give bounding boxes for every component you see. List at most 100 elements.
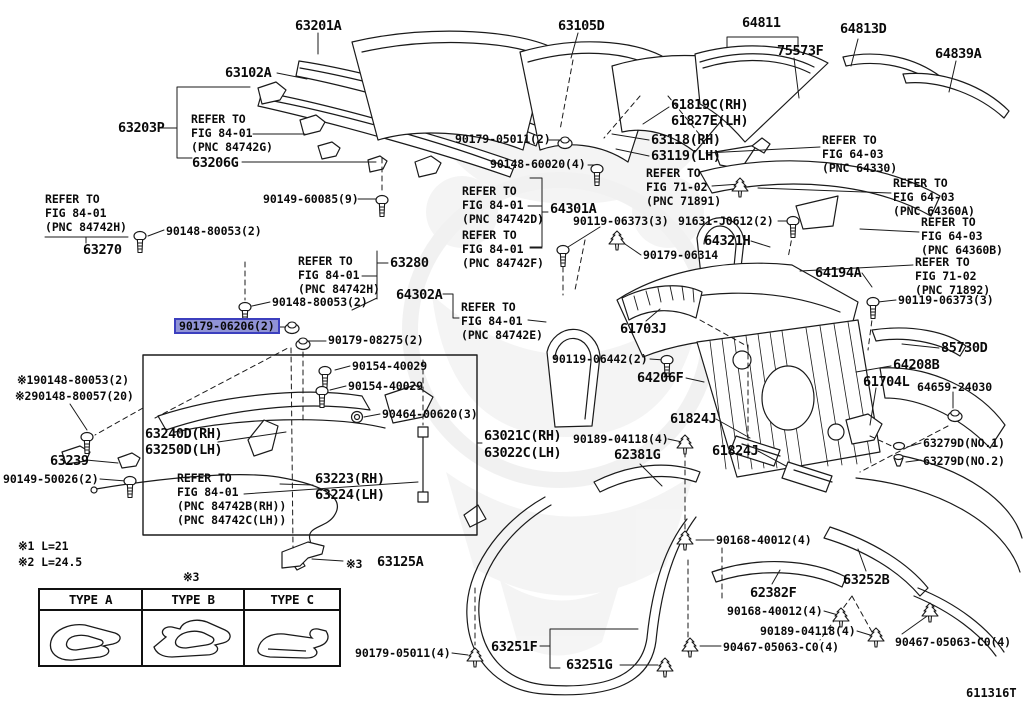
clip-63125A-art (281, 541, 325, 569)
part-label-71-611316T: 611316T (966, 686, 1017, 700)
part-label-13-90179-050112[interactable]: 90179-05011(2) (455, 132, 551, 146)
part-label-65-63252B[interactable]: 63252B (843, 572, 890, 588)
refer-block-7-PNC64330[interactable]: REFER TO FIG 64-03 (PNC 64330) (822, 133, 898, 175)
part-label-47-63022CLH[interactable]: 63022C(LH) (484, 445, 562, 461)
part-label-25-64321H[interactable]: 64321H (704, 233, 751, 249)
part-label-63-63251F[interactable]: 63251F (491, 639, 538, 655)
part-label-19-63280[interactable]: 63280 (390, 255, 429, 271)
part-label-12-63119LH[interactable]: 63119(LH) (651, 148, 721, 164)
part-label-33-90154-40029[interactable]: 90154-40029 (348, 379, 424, 393)
part-label-1-63102A[interactable]: 63102A (225, 65, 272, 81)
part-label-28-61703J[interactable]: 61703J (620, 321, 667, 337)
weatherstrip-loop-art (463, 496, 697, 696)
part-label-14-90148-600204[interactable]: 90148-60020(4) (490, 157, 586, 171)
part-label-60-63125A[interactable]: 63125A (377, 554, 424, 570)
part-label-54-63279DNO.1[interactable]: 63279D(NO.1) (923, 436, 1005, 450)
part-label-56-90168-400124[interactable]: 90168-40012(4) (716, 533, 812, 547)
part-label-29-85730D[interactable]: 85730D (941, 340, 988, 356)
part-label-69-90467-05063-C04[interactable]: 90467-05063-C0(4) (723, 640, 840, 654)
part-label-52-63223RH[interactable]: 63223(RH) (315, 471, 385, 487)
part-label-4-63105D[interactable]: 63105D (558, 18, 605, 34)
type-b-clip-icon (143, 611, 245, 665)
part-label-5-64811[interactable]: 64811 (742, 15, 781, 31)
part-label-16-90148-800532[interactable]: 90148-80053(2) (166, 224, 262, 238)
refer-block-5-PNC84742E[interactable]: REFER TO FIG 84-01 (PNC 84742E) (461, 300, 543, 342)
part-label-22-90119-063733[interactable]: 90119-06373(3) (573, 214, 669, 228)
part-label-37-64208B[interactable]: 64208B (893, 357, 940, 373)
type-c-header: TYPE C (245, 590, 339, 611)
part-label-42-63240DRH[interactable]: 63240D(RH) (145, 426, 223, 442)
part-label-40-190148-800532[interactable]: ※190148-80053(2) (17, 373, 129, 387)
part-label-34-90464-006203[interactable]: 90464-00620(3) (382, 407, 478, 421)
part-label-70-90467-05063-C04[interactable]: 90467-05063-C0(4) (895, 635, 1012, 649)
refer-block-10-PNC71892[interactable]: REFER TO FIG 71-02 (PNC 71892) (915, 255, 991, 297)
refer-block-2-PNC84742H[interactable]: REFER TO FIG 84-01 (PNC 84742H) (298, 254, 380, 296)
part-label-53-63224LH[interactable]: 63224(LH) (315, 487, 385, 503)
type-table: TYPE A TYPE B TYPE C (38, 588, 341, 667)
part-label-39-64659-24030[interactable]: 64659-24030 (917, 380, 993, 394)
part-label-51-61824J[interactable]: 61824J (712, 443, 759, 459)
part-label-45-90149-500262[interactable]: 90149-50026(2) (3, 472, 99, 486)
part-label-31-90179-082752[interactable]: 90179-08275(2) (328, 333, 424, 347)
type-a-header: TYPE A (40, 590, 143, 611)
refer-block-9-PNC64360B[interactable]: REFER TO FIG 64-03 (PNC 64360B) (921, 215, 1003, 257)
part-label-6-75573F[interactable]: 75573F (777, 43, 824, 59)
part-label-21-64302A[interactable]: 64302A (396, 287, 443, 303)
part-label-9-61819CRH[interactable]: 61819C(RH) (671, 97, 749, 113)
part-label-18-90148-800532[interactable]: 90148-80053(2) (272, 295, 368, 309)
refer-block-4-PNC84742F[interactable]: REFER TO FIG 84-01 (PNC 84742F) (462, 228, 544, 270)
part-label-49-62381G[interactable]: 62381G (614, 447, 661, 463)
part-label-58-2L24.5: ※2 L=24.5 (18, 555, 83, 569)
deck-molding-art (699, 137, 941, 230)
part-label-35-90119-064422[interactable]: 90119-06442(2) (552, 352, 648, 366)
leader-lines (44, 32, 957, 669)
part-label-23-91631-J06122[interactable]: 91631-J0612(2) (678, 214, 774, 228)
roof-lock-parts (257, 81, 442, 178)
highlighted-part-label-30-90179-062062[interactable]: 90179-06206(2) (174, 317, 280, 335)
part-label-7-64813D[interactable]: 64813D (840, 21, 887, 37)
part-label-26-64194A[interactable]: 64194A (815, 265, 862, 281)
part-label-62-90179-050114[interactable]: 90179-05011(4) (355, 646, 451, 660)
part-label-0-63201A[interactable]: 63201A (295, 18, 342, 34)
part-label-17-63270[interactable]: 63270 (83, 242, 122, 258)
type-a-clip-icon (40, 611, 143, 665)
type-b-header: TYPE B (143, 590, 245, 611)
refer-block-8-PNC64360A[interactable]: REFER TO FIG 64-03 (PNC 64360A) (893, 176, 975, 218)
part-label-24-90179-06314[interactable]: 90179-06314 (643, 248, 719, 262)
refer-block-11-PNC84742BRH[interactable]: REFER TO FIG 84-01 (PNC 84742B(RH)) (PNC… (177, 471, 287, 527)
fastener-glyphs (80, 136, 963, 678)
part-label-68-90189-041184[interactable]: 90189-04118(4) (760, 624, 856, 638)
part-label-48-90189-041184[interactable]: 90189-04118(4) (573, 432, 669, 446)
part-label-27-90119-063733[interactable]: 90119-06373(3) (898, 293, 994, 307)
part-label-2-63203P[interactable]: 63203P (118, 120, 165, 136)
part-label-41-290148-8005720[interactable]: ※290148-80057(20) (15, 389, 134, 403)
dashed-lines (94, 59, 949, 653)
part-label-10-61827ELH[interactable]: 61827E(LH) (671, 113, 749, 129)
part-label-46-63021CRH[interactable]: 63021C(RH) (484, 428, 562, 444)
part-label-8-64839A[interactable]: 64839A (935, 46, 982, 62)
part-label-11-63118RH[interactable]: 63118(RH) (651, 132, 721, 148)
part-label-36-64206F[interactable]: 64206F (637, 370, 684, 386)
part-label-64-63251G[interactable]: 63251G (566, 657, 613, 673)
part-label-67-90168-400124[interactable]: 90168-40012(4) (727, 604, 823, 618)
part-label-20-64301A[interactable]: 64301A (550, 201, 597, 217)
part-label-3-63206G[interactable]: 63206G (192, 155, 239, 171)
refer-block-0-PNC84742G[interactable]: REFER TO FIG 84-01 (PNC 84742G) (191, 112, 273, 154)
part-label-38-61704L[interactable]: 61704L (863, 374, 910, 390)
quarter-window-art (611, 45, 1010, 153)
part-label-43-63250DLH[interactable]: 63250D(LH) (145, 442, 223, 458)
part-label-57-1L21: ※1 L=21 (18, 539, 69, 553)
refer-block-3-PNC84742D[interactable]: REFER TO FIG 84-01 (PNC 84742D) (462, 184, 544, 226)
part-label-15-90149-600859[interactable]: 90149-60085(9) (263, 192, 359, 206)
part-label-50-61824J[interactable]: 61824J (670, 411, 717, 427)
part-label-66-62382F[interactable]: 62382F (750, 585, 797, 601)
part-label-32-90154-40029[interactable]: 90154-40029 (352, 359, 428, 373)
refer-block-1-PNC84742H[interactable]: REFER TO FIG 84-01 (PNC 84742H) (45, 192, 127, 234)
part-label-44-63239[interactable]: 63239 (50, 453, 89, 469)
refer-block-6-PNC71891[interactable]: REFER TO FIG 71-02 (PNC 71891) (646, 166, 722, 208)
part-label-55-63279DNO.2[interactable]: 63279D(NO.2) (923, 454, 1005, 468)
part-label-59-3: ※3 (346, 557, 363, 571)
quarter-trim-art (845, 327, 1023, 573)
